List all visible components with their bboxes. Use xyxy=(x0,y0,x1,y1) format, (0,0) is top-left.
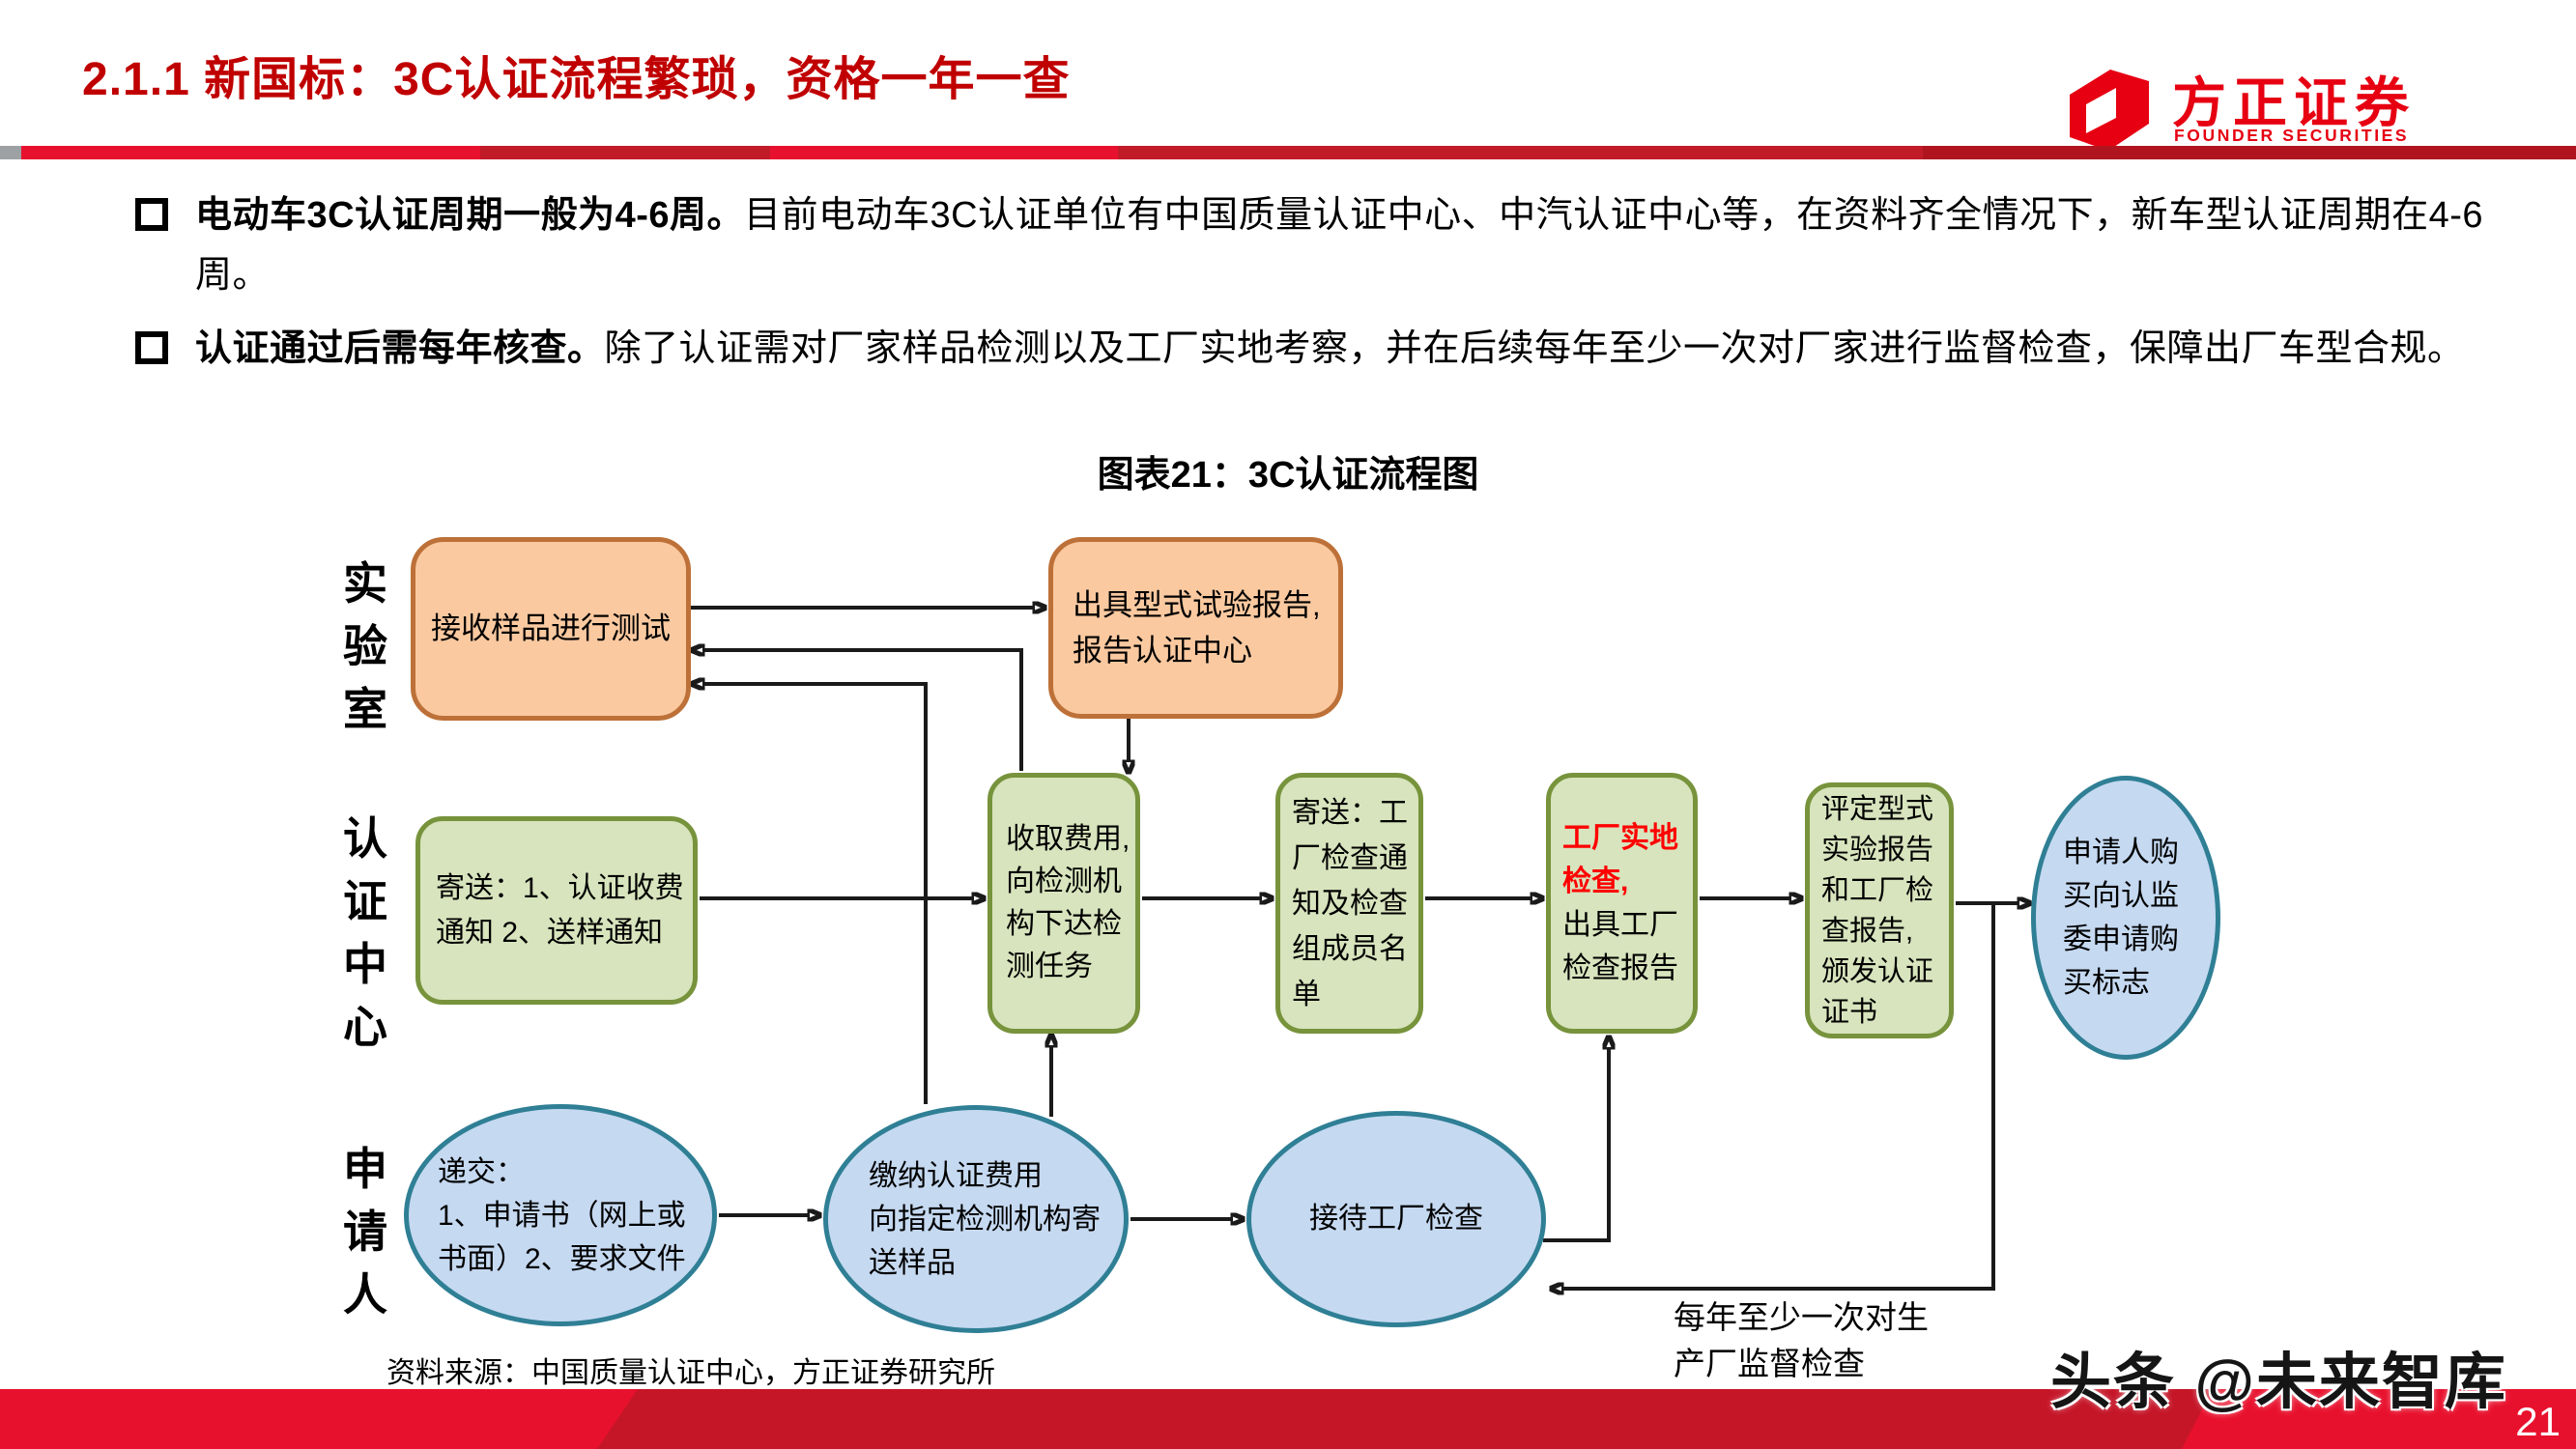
node-submit-application: 递交： 1、申请书（网上或 书面）2、要求文件 xyxy=(404,1104,717,1326)
node-lab-issue-report: 出具型式试验报告, 报告认证中心 xyxy=(1048,537,1343,719)
node-onsite-inspection: 工厂实地 检查, 出具工厂 检查报告 xyxy=(1546,773,1698,1034)
node-text-highlight: 工厂实地 检查, xyxy=(1562,822,1678,897)
figure-title: 图表21：3C认证流程图 xyxy=(1097,455,1479,496)
node-text: 接待工厂检查 xyxy=(1309,1203,1483,1235)
logo-cn-text: 方正证券 xyxy=(2172,72,2416,133)
node-buy-certification-mark: 申请人购 买向认监 委申请购 买标志 xyxy=(2031,776,2220,1060)
row-label-applicant: 申 请 人 xyxy=(343,1144,387,1320)
logo-en-text: FOUNDER SECURITIES xyxy=(2174,126,2410,145)
arrow-host-to-onsite xyxy=(1543,1047,1609,1242)
row-label-cert-center: 认 证 中 心 xyxy=(343,813,387,1052)
node-text: 接收样品进行测试 xyxy=(431,611,671,645)
bullet-text-1: 电动车3C认证周期一般为4-6周。目前电动车3C认证单位有中国质量认证中心、中汽… xyxy=(195,185,2495,305)
page-number: 21 xyxy=(2515,1399,2561,1444)
bullet-item-2: 认证通过后需每年核查。除了认证需对厂家样品检测以及工厂实地考察，并在后续每年至少… xyxy=(135,319,2493,379)
bullet-text-2: 认证通过后需每年核查。除了认证需对厂家样品检测以及工厂实地考察，并在后续每年至少… xyxy=(195,319,2495,379)
node-text: 收取费用, 向检测机 构下达检 测任务 xyxy=(1006,823,1131,982)
node-send-fee-notice: 寄送：1、认证收费 通知 2、送样通知 xyxy=(415,816,698,1005)
node-text: 递交： 1、申请书（网上或 书面）2、要求文件 xyxy=(438,1155,686,1275)
bullet-1-body: 目前电动车3C认证单位有中国质量认证中心、中汽认证中心等，在资料齐全情况下，新车… xyxy=(195,195,2484,296)
node-text: 出具型式试验报告, 报告认证中心 xyxy=(1073,588,1321,668)
node-evaluate-issue-certificate: 评定型式 实验报告 和工厂检 查报告, 颁发认证 证书 xyxy=(1805,782,1954,1038)
node-text: 寄送：工 厂检查通 知及检查 组成员名 单 xyxy=(1292,796,1408,1010)
annual-inspection-note: 每年至少一次对生 产厂监督检查 xyxy=(1674,1299,1929,1381)
page-title: 2.1.1 新国标：3C认证流程繁琐，资格一年一查 xyxy=(82,54,1071,105)
node-text: 评定型式 实验报告 和工厂检 查报告, 颁发认证 证书 xyxy=(1821,793,1934,1028)
node-host-factory-inspection: 接待工厂检查 xyxy=(1246,1111,1546,1327)
bullet-2-body: 除了认证需对厂家样品检测以及工厂实地考察，并在后续每年至少一次对厂家进行监督检查… xyxy=(604,328,2465,369)
founder-securities-logo: 方正证券 FOUNDER SECURITIES xyxy=(2056,60,2510,161)
bullet-1-lead: 电动车3C认证周期一般为4-6周。 xyxy=(195,195,744,236)
node-text: 出具工厂 检查报告 xyxy=(1562,909,1678,984)
bottom-bar-dark-segment xyxy=(597,1389,2213,1449)
node-text: 申请人购 买向认监 委申请购 买标志 xyxy=(2063,837,2179,999)
node-collect-fee: 收取费用, 向检测机 构下达检 测任务 xyxy=(987,773,1140,1034)
node-pay-fee-send-sample: 缴纳认证费用 向指定检测机构寄 送样品 xyxy=(823,1105,1129,1333)
bullet-square-icon xyxy=(135,198,168,231)
node-lab-receive-sample: 接收样品进行测试 xyxy=(411,537,691,721)
arrow-collectfee-to-lab-receive xyxy=(702,650,1023,771)
bullet-item-1: 电动车3C认证周期一般为4-6周。目前电动车3C认证单位有中国质量认证中心、中汽… xyxy=(135,185,2493,305)
arrow-payfee-to-lab-receive xyxy=(702,684,928,1104)
watermark-text: 头条 @未来智库 xyxy=(2050,1349,2507,1416)
node-text: 寄送：1、认证收费 通知 2、送样通知 xyxy=(436,871,684,949)
node-factory-inspection-notice: 寄送：工 厂检查通 知及检查 组成员名 单 xyxy=(1275,773,1423,1034)
node-text: 缴纳认证费用 向指定检测机构寄 送样品 xyxy=(869,1159,1101,1279)
source-note: 资料来源：中国质量认证中心，方正证券研究所 xyxy=(386,1357,995,1389)
bullet-list: 电动车3C认证周期一般为4-6周。目前电动车3C认证单位有中国质量认证中心、中汽… xyxy=(135,185,2493,392)
top-red-bar xyxy=(0,146,2576,159)
founder-cube-icon xyxy=(2070,70,2149,151)
row-label-laboratory: 实 验 室 xyxy=(343,558,387,734)
bullet-square-icon xyxy=(135,331,168,364)
bullet-2-lead: 认证通过后需每年核查。 xyxy=(195,328,605,369)
bottom-red-bar xyxy=(0,1389,2576,1449)
